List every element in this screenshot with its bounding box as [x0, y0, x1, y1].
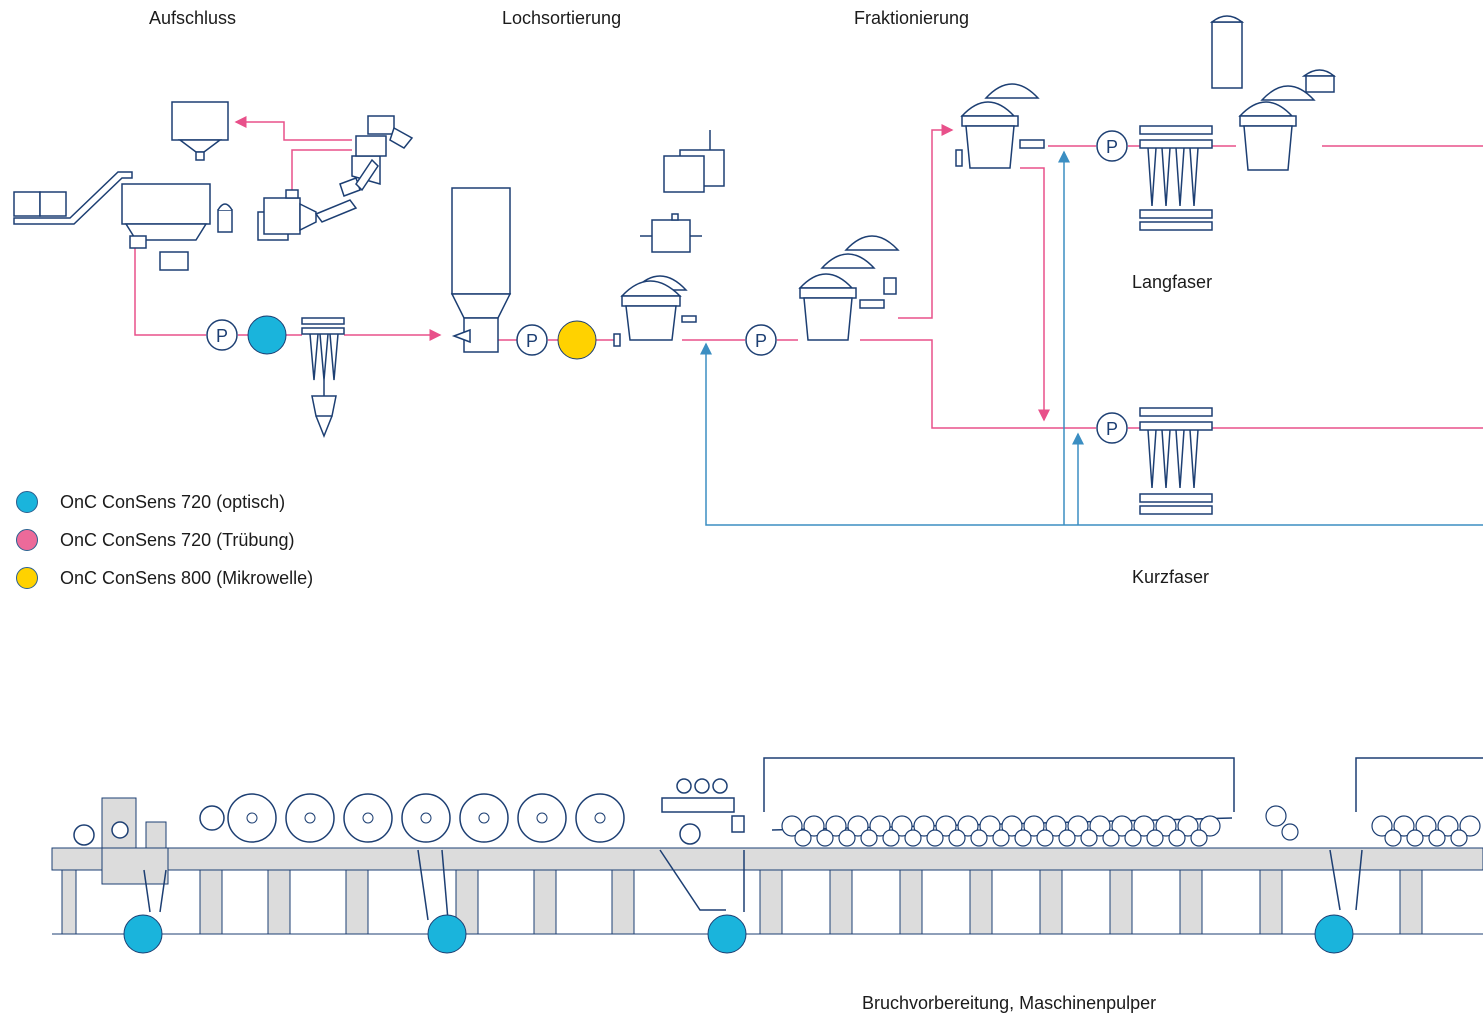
machine-sensor-4 [1314, 914, 1354, 954]
machine-sensor-1 [123, 914, 163, 954]
machine-sensor-3 [707, 914, 747, 954]
cleaner-bank-kurzfaser [1139, 407, 1213, 515]
legend-swatch [16, 567, 38, 589]
pulper-equipment [13, 101, 414, 271]
legend-swatch [16, 529, 38, 551]
fractionation-screens [798, 15, 1337, 341]
sensor-optisch [247, 315, 287, 355]
blue-return-lines [700, 150, 1483, 526]
size-press [661, 778, 745, 845]
pump-3: P [745, 324, 777, 356]
cleaner-bank-1 [301, 317, 345, 439]
legend-item-truebung: OnC ConSens 720 (Trübung) [16, 528, 294, 552]
sensor-mikrowelle [557, 320, 597, 360]
dryer-cylinders [781, 805, 1481, 847]
pump-group: P P P P P [206, 130, 1128, 444]
pink-process-lines [134, 116, 1483, 429]
legend-label: OnC ConSens 800 (Mikrowelle) [60, 567, 314, 588]
machine-pulper-sensors [123, 914, 1354, 954]
pump-label: P [755, 331, 767, 351]
section-title-kurzfaser: Kurzfaser [1132, 567, 1210, 587]
cleaner-bank-langfaser [1139, 125, 1213, 231]
pump-label: P [1106, 137, 1118, 157]
press-roll-centers [246, 812, 606, 824]
pump-label: P [216, 326, 228, 346]
hole-screens [613, 130, 725, 347]
machine-frame-legs [61, 869, 1423, 935]
pump-1: P [206, 319, 238, 351]
legend-swatch [16, 491, 38, 513]
pump-4: P [1096, 130, 1128, 162]
machine-sensor-2 [427, 914, 467, 954]
legend-item-optisch: OnC ConSens 720 (optisch) [16, 490, 285, 514]
pump-label: P [526, 331, 538, 351]
pump-label: P [1106, 419, 1118, 439]
storage-tower [450, 187, 512, 353]
pulper-chutes [143, 849, 1363, 921]
section-title-bruchvorbereitung: Bruchvorbereitung, Maschinenpulper [862, 993, 1157, 1013]
paper-machine [51, 757, 1483, 935]
section-title-lochsortierung: Lochsortierung [502, 8, 622, 28]
section-title-aufschluss: Aufschluss [149, 8, 237, 28]
pump-2: P [516, 324, 548, 356]
legend-item-mikrowelle: OnC ConSens 800 (Mikrowelle) [16, 566, 313, 590]
legend-label: OnC ConSens 720 (Trübung) [60, 529, 295, 550]
pump-5: P [1096, 412, 1128, 444]
section-title-fraktionierung: Fraktionierung [854, 8, 970, 28]
legend-label: OnC ConSens 720 (optisch) [60, 491, 286, 512]
section-title-langfaser: Langfaser [1132, 272, 1213, 292]
